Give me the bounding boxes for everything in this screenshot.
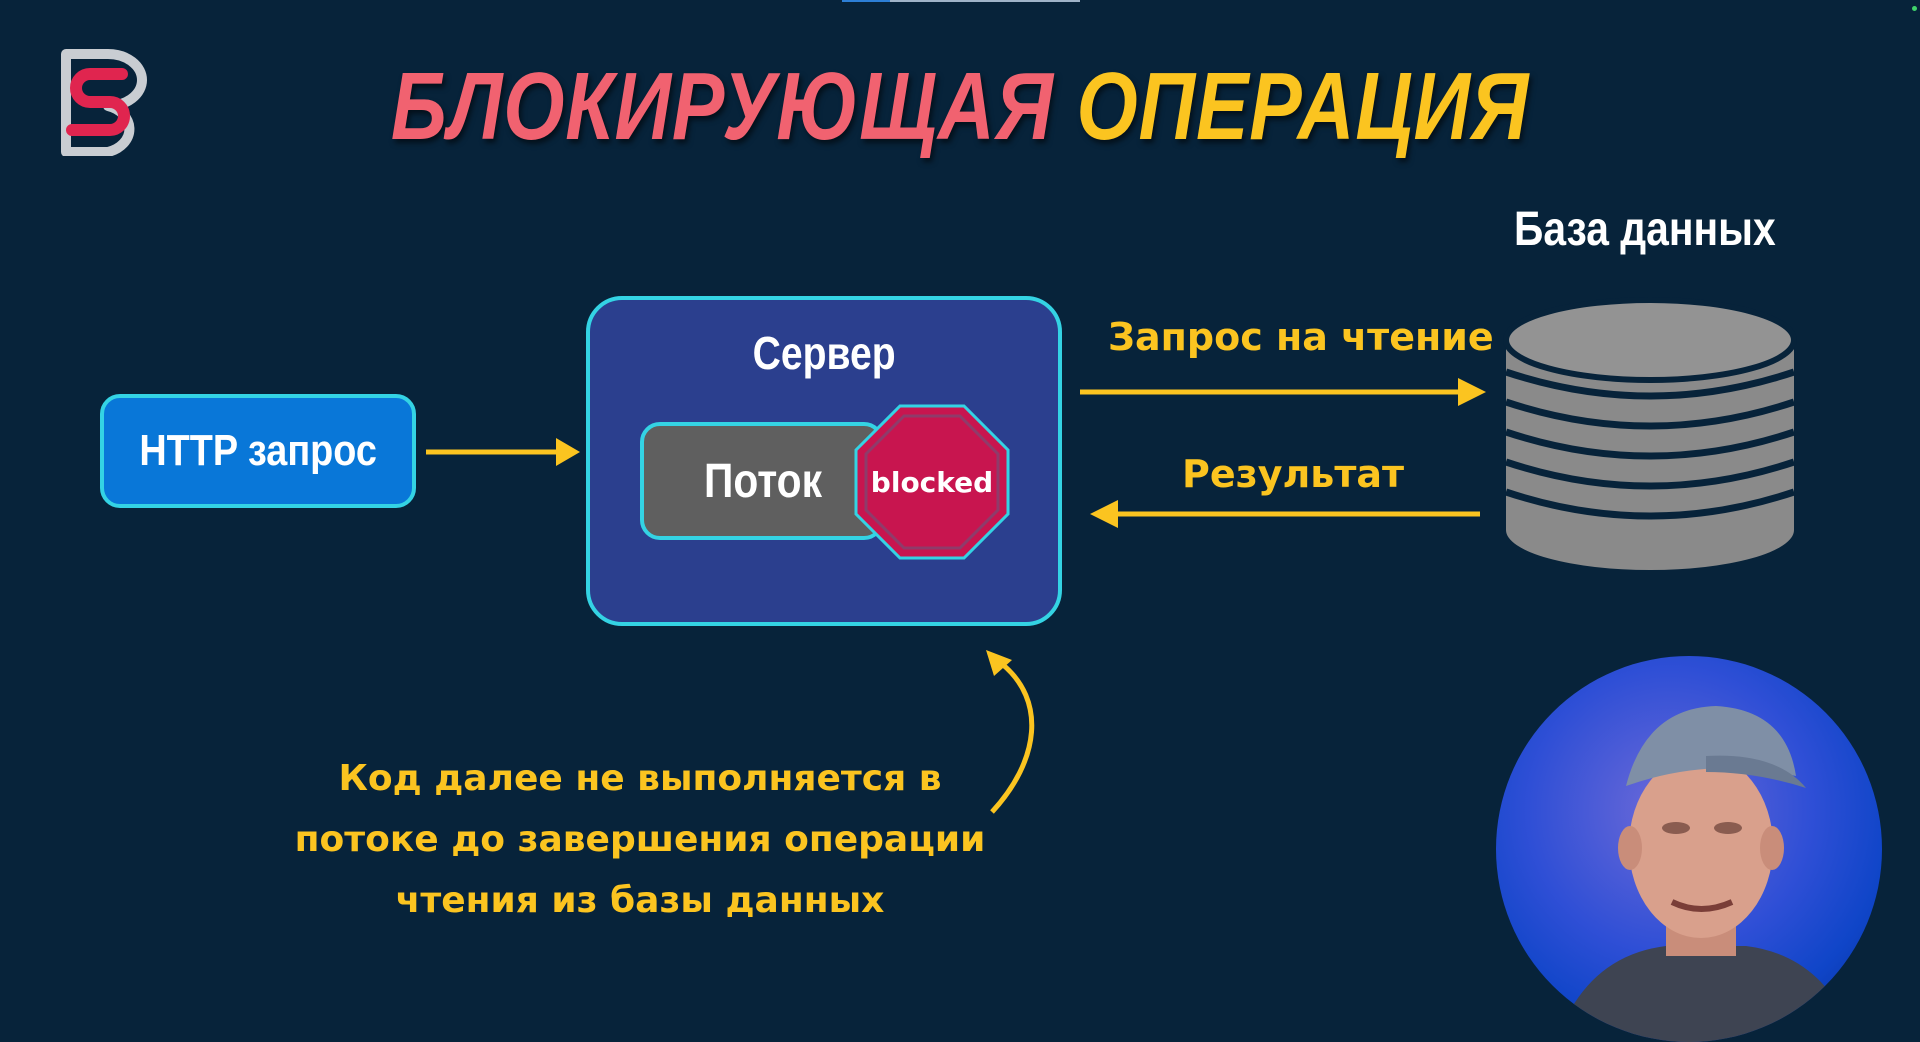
result-label: Результат bbox=[1182, 452, 1405, 496]
presenter-image bbox=[1556, 706, 1856, 1042]
top-progress-strip-fill bbox=[842, 0, 890, 2]
database-title-text: База данных bbox=[1514, 203, 1776, 256]
request-label: Запрос на чтение bbox=[1108, 315, 1494, 359]
note-curved-arrow bbox=[986, 650, 1035, 814]
note-line-1: Код далее не выполняется в bbox=[338, 758, 942, 799]
result-arrow bbox=[1090, 500, 1480, 528]
title-word-blocking: БЛОКИРУЮЩАЯ bbox=[390, 53, 1054, 160]
status-dot bbox=[1912, 6, 1917, 11]
channel-logo-icon bbox=[61, 49, 147, 156]
server-label-text: Сервер bbox=[752, 327, 896, 379]
http-request-label: HTTP запрос bbox=[139, 426, 377, 475]
slide-title: БЛОКИРУЮЩАЯ ОПЕРАЦИЯ bbox=[173, 52, 1747, 162]
blocking-note: Код далее не выполняется в потоке до зав… bbox=[280, 748, 1000, 931]
presenter-webcam bbox=[1496, 656, 1882, 1042]
thread-label: Поток bbox=[704, 454, 823, 508]
request-arrow bbox=[1080, 378, 1486, 406]
http-to-server-arrow bbox=[426, 438, 580, 466]
note-line-3: чтения из базы данных bbox=[395, 880, 885, 921]
stop-sign-icon: blocked bbox=[854, 404, 1010, 560]
top-progress-strip bbox=[842, 0, 1080, 2]
note-line-2: потоке до завершения операции bbox=[294, 819, 986, 860]
database-icon bbox=[1503, 297, 1797, 570]
thread-box: Поток bbox=[640, 422, 884, 540]
server-label: Сервер bbox=[586, 326, 1062, 380]
stop-sign-label: blocked bbox=[871, 466, 993, 499]
database-title: База данных bbox=[1514, 202, 1822, 257]
http-request-box: HTTP запрос bbox=[100, 394, 416, 508]
title-word-operation: ОПЕРАЦИЯ bbox=[1076, 53, 1530, 160]
